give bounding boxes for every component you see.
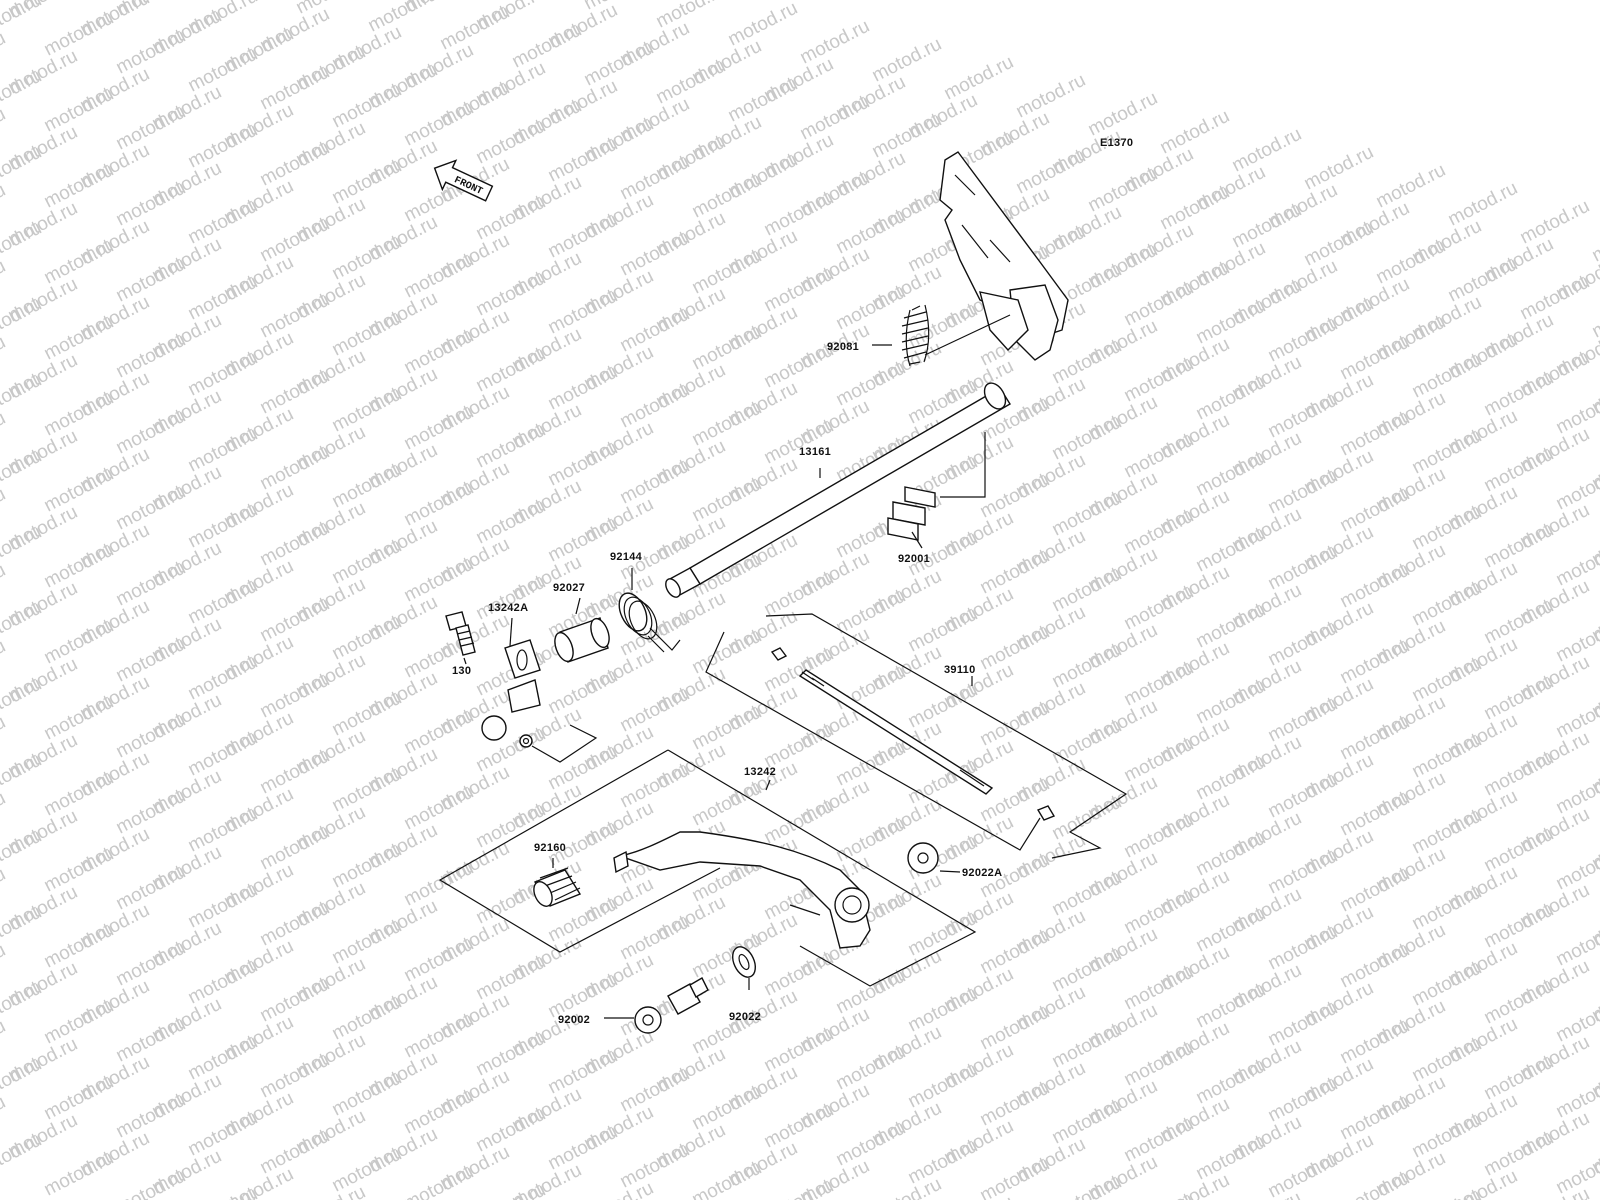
part-label-92022: 92022 xyxy=(729,1011,761,1023)
rubber-grip-92160-part xyxy=(533,867,582,907)
part-label-39110: 39110 xyxy=(944,664,975,676)
return-spring-92144-part xyxy=(618,592,681,653)
bolt-130-part xyxy=(445,611,476,656)
rod-39110-part xyxy=(705,613,1128,874)
part-label-92022A: 92022A xyxy=(962,867,1002,879)
part-label-92027: 92027 xyxy=(553,582,585,594)
front-arrow-icon: FRONT xyxy=(433,159,494,202)
part-label-130: 130 xyxy=(452,665,471,677)
part-label-92081: 92081 xyxy=(827,341,859,353)
part-label-13161: 13161 xyxy=(799,446,831,458)
part-label-13242: 13242 xyxy=(744,766,776,778)
shift-pedal-13242-part xyxy=(438,749,977,987)
part-label-13242A: 13242A xyxy=(488,602,528,614)
part-label-92001: 92001 xyxy=(898,553,930,565)
bolt-92001-part xyxy=(887,432,986,541)
shift-shaft-part xyxy=(665,151,1069,598)
part-label-92002: 92002 xyxy=(558,1014,590,1026)
washer-92022-part xyxy=(731,946,757,978)
part-label-92144: 92144 xyxy=(610,551,643,563)
spring-92081-part xyxy=(901,304,1011,367)
pivot-bolt-92002-part xyxy=(634,977,709,1034)
collar-92027-part xyxy=(554,617,610,663)
lever-clamp-13242A-part xyxy=(481,639,598,763)
diagram-code: E1370 xyxy=(1100,137,1133,149)
part-label-92160: 92160 xyxy=(534,842,566,854)
